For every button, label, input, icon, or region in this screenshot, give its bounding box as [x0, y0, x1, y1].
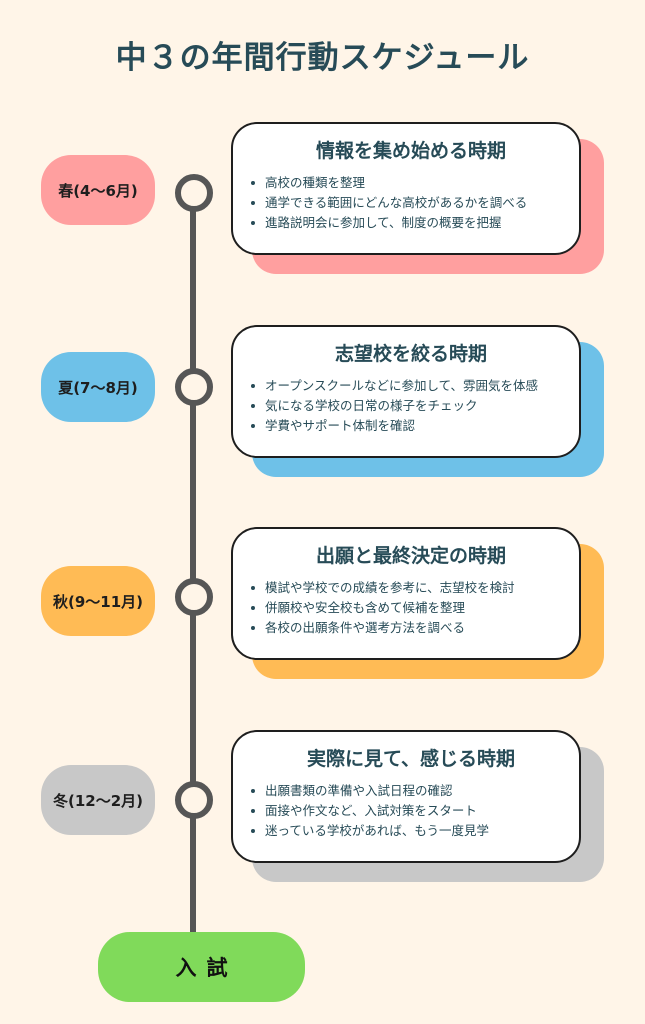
season-label: 冬(12〜2月)	[52, 791, 144, 810]
card-title: 実際に見て、感じる時期	[306, 748, 516, 770]
list-item: 各校の出願条件や選考方法を調べる	[251, 618, 579, 638]
list-item: 高校の種類を整理	[251, 173, 579, 193]
card-list: 模試や学校での成績を参考に、志望校を検討 併願校や安全校も含めて候補を整理 各校…	[233, 578, 579, 638]
exam-badge: 入試	[98, 932, 305, 1002]
card-title: 情報を集め始める時期	[315, 140, 506, 162]
card-list: 出願書類の準備や入試日程の確認 面接や作文など、入試対策をスタート 迷っている学…	[233, 781, 579, 841]
bullet-icon	[251, 586, 255, 590]
list-item: 通学できる範囲にどんな高校があるかを調べる	[251, 193, 579, 213]
season-badge-winter: 冬(12〜2月)	[41, 765, 155, 835]
bullet-icon	[251, 424, 255, 428]
period-card-summer: 志望校を絞る時期 オープンスクールなどに参加して、雰囲気を体感 気になる学校の日…	[231, 325, 581, 458]
period-card-winter: 実際に見て、感じる時期 出願書類の準備や入試日程の確認 面接や作文など、入試対策…	[231, 730, 581, 863]
timeline-node-summer	[175, 368, 213, 406]
card-title: 志望校を絞る時期	[334, 343, 487, 365]
list-item: オープンスクールなどに参加して、雰囲気を体感	[251, 376, 579, 396]
bullet-icon	[251, 626, 255, 630]
list-item: 併願校や安全校も含めて候補を整理	[251, 598, 579, 618]
timeline-node-autumn	[175, 578, 213, 616]
season-badge-spring: 春(4〜6月)	[41, 155, 155, 225]
list-item: 面接や作文など、入試対策をスタート	[251, 801, 579, 821]
season-label: 夏(7〜8月)	[58, 378, 138, 397]
season-badge-autumn: 秋(9〜11月)	[41, 566, 155, 636]
exam-label: 入試	[175, 956, 238, 980]
bullet-icon	[251, 404, 255, 408]
list-item: 気になる学校の日常の様子をチェック	[251, 396, 579, 416]
bullet-icon	[251, 606, 255, 610]
period-card-spring: 情報を集め始める時期 高校の種類を整理 通学できる範囲にどんな高校があるかを調べ…	[231, 122, 581, 255]
list-item: 学費やサポート体制を確認	[251, 416, 579, 436]
bullet-icon	[251, 809, 255, 813]
bullet-icon	[251, 201, 255, 205]
bullet-icon	[251, 181, 255, 185]
season-badge-summer: 夏(7〜8月)	[41, 352, 155, 422]
list-item: 迷っている学校があれば、もう一度見学	[251, 821, 579, 841]
period-card-autumn: 出願と最終決定の時期 模試や学校での成績を参考に、志望校を検討 併願校や安全校も…	[231, 527, 581, 660]
season-label: 春(4〜6月)	[58, 181, 138, 200]
list-item: 進路説明会に参加して、制度の概要を把握	[251, 213, 579, 233]
season-label: 秋(9〜11月)	[52, 592, 144, 611]
card-list: 高校の種類を整理 通学できる範囲にどんな高校があるかを調べる 進路説明会に参加し…	[233, 173, 579, 233]
list-item: 出願書類の準備や入試日程の確認	[251, 781, 579, 801]
timeline-line	[190, 190, 196, 935]
card-list: オープンスクールなどに参加して、雰囲気を体感 気になる学校の日常の様子をチェック…	[233, 376, 579, 436]
bullet-icon	[251, 829, 255, 833]
card-title: 出願と最終決定の時期	[315, 545, 506, 567]
timeline-node-winter	[175, 781, 213, 819]
timeline-node-spring	[175, 174, 213, 212]
bullet-icon	[251, 221, 255, 225]
list-item: 模試や学校での成績を参考に、志望校を検討	[251, 578, 579, 598]
bullet-icon	[251, 384, 255, 388]
page-title: 中３の年間行動スケジュール	[115, 40, 530, 76]
bullet-icon	[251, 789, 255, 793]
